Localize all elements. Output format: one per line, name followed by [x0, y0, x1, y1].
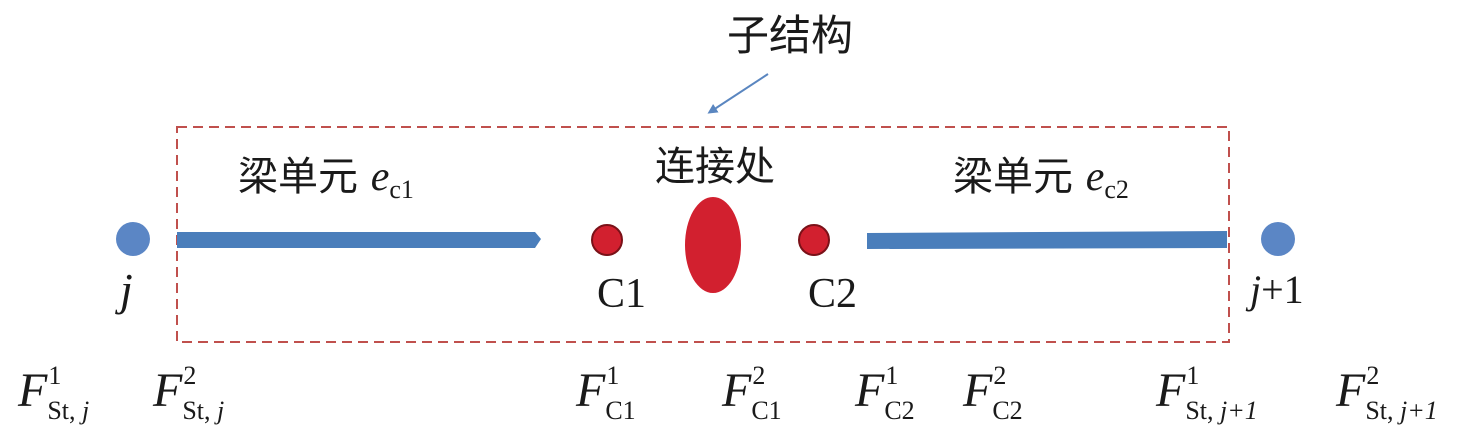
node-j-plus-1 — [1261, 222, 1295, 256]
c2-label: C2 — [808, 271, 857, 317]
beam-right — [867, 231, 1227, 249]
beam-element-left-label: 梁单元 ec1 — [238, 154, 414, 204]
beam-left — [177, 232, 541, 248]
joint-label: 连接处 — [655, 144, 775, 190]
substructure-box — [176, 126, 1230, 343]
node-j — [116, 222, 150, 256]
node-j-label: j — [115, 264, 133, 315]
connection-point-c1 — [591, 224, 623, 256]
joint-ellipse — [685, 197, 741, 293]
pointer-arrow — [707, 73, 769, 114]
beam-element-right-label: 梁单元 ec2 — [953, 154, 1129, 204]
c1-label: C1 — [597, 271, 646, 317]
connection-point-c2 — [798, 224, 830, 256]
node-j-plus-1-label: j+1 — [1245, 267, 1304, 312]
substructure-title: 子结构 — [727, 11, 853, 60]
